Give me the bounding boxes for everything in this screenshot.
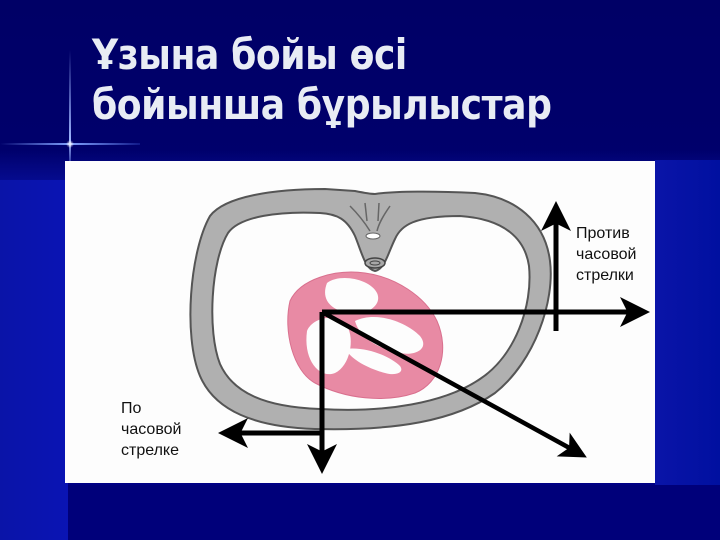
label-cw-line-2: часовой <box>121 421 182 438</box>
label-ccw-line-1: Против <box>576 225 630 242</box>
slide-title: Ұзына бойы өсі бойынша бұрылыстар <box>92 30 552 130</box>
label-ccw-line-3: стрелки <box>576 267 634 284</box>
bottom-decor-band <box>68 485 720 540</box>
slide-title-line-1: Ұзына бойы өсі <box>92 30 407 79</box>
arrow-diagonal-icon <box>320 310 587 458</box>
label-ccw-line-2: часовой <box>576 246 637 263</box>
decor-sparkle <box>66 140 74 148</box>
label-clockwise: По часовой стрелке <box>121 398 181 461</box>
heart-rotation-diagram <box>189 187 650 474</box>
label-counterclockwise: Против часовой стрелки <box>576 223 636 286</box>
diagram-panel: Против часовой стрелки По часовой стрелк… <box>65 161 655 483</box>
decor-vertical-line <box>69 50 71 170</box>
label-cw-line-3: стрелке <box>121 442 180 459</box>
right-decor-band <box>655 160 720 485</box>
left-decor-band <box>0 180 68 540</box>
rotation-arrows <box>218 201 650 474</box>
label-cw-line-1: По <box>121 400 142 417</box>
slide-title-line-2: бойынша бұрылыстар <box>92 80 552 129</box>
